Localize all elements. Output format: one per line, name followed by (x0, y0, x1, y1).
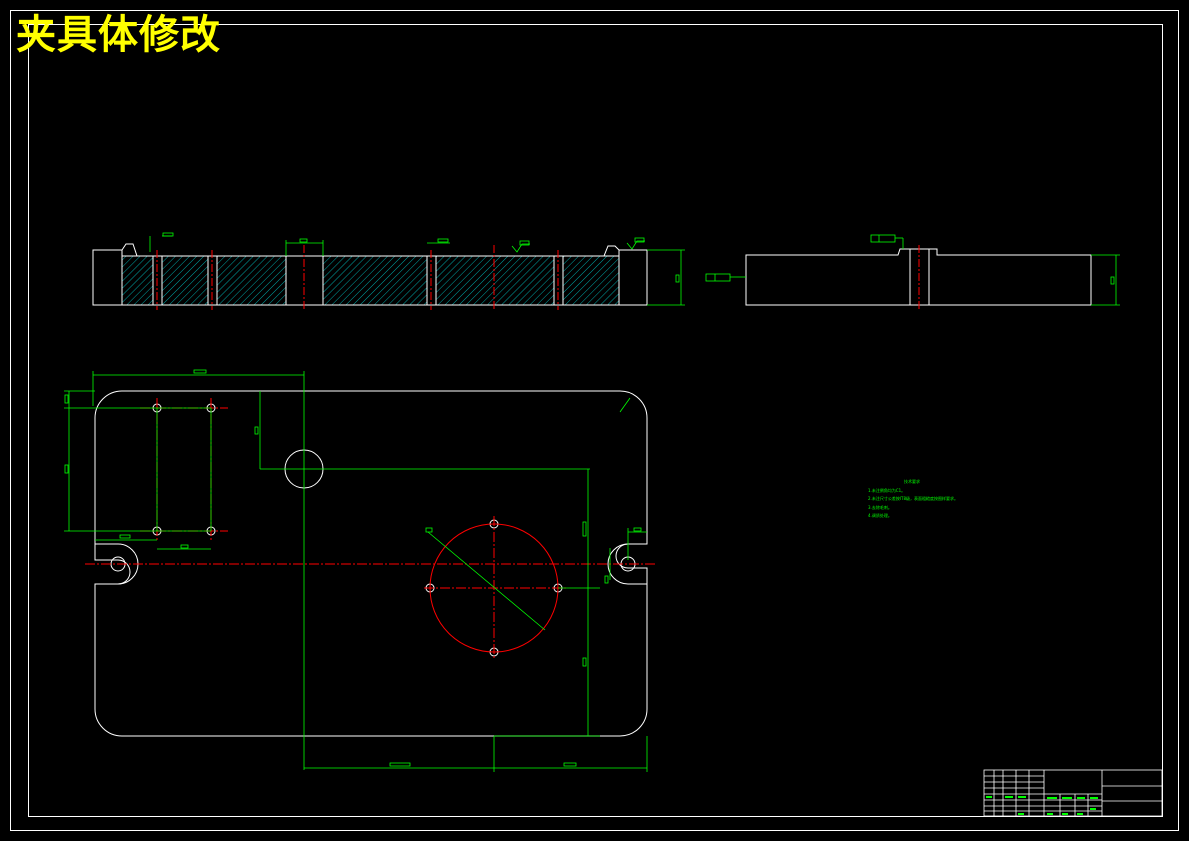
drawing-title: 夹具体修改 (16, 12, 221, 58)
side-view (705, 234, 1120, 310)
note-line: 1.未注倒角均为C1。 (868, 487, 906, 493)
title-block-marks (986, 796, 1098, 815)
side-outline (745, 248, 1092, 306)
section-hatching (122, 256, 619, 305)
inner-border (28, 24, 1163, 817)
note-line: 4.调质处理。 (868, 513, 892, 518)
front-section-view (92, 232, 685, 310)
title-block (983, 769, 1163, 817)
note-line: 3.去除毛刺。 (868, 504, 892, 510)
note-line: 2.未注尺寸公差按IT8级，表面粗糙度按图样要求。 (868, 496, 958, 501)
notes-heading: 技术要求 (904, 479, 920, 484)
small-holes (152, 403, 563, 657)
plan-view (64, 369, 655, 772)
outer-border (10, 10, 1179, 831)
technical-notes: 技术要求 1.未注倒角均为C1。 2.未注尺寸公差按IT8级，表面粗糙度按图样要… (868, 478, 958, 521)
